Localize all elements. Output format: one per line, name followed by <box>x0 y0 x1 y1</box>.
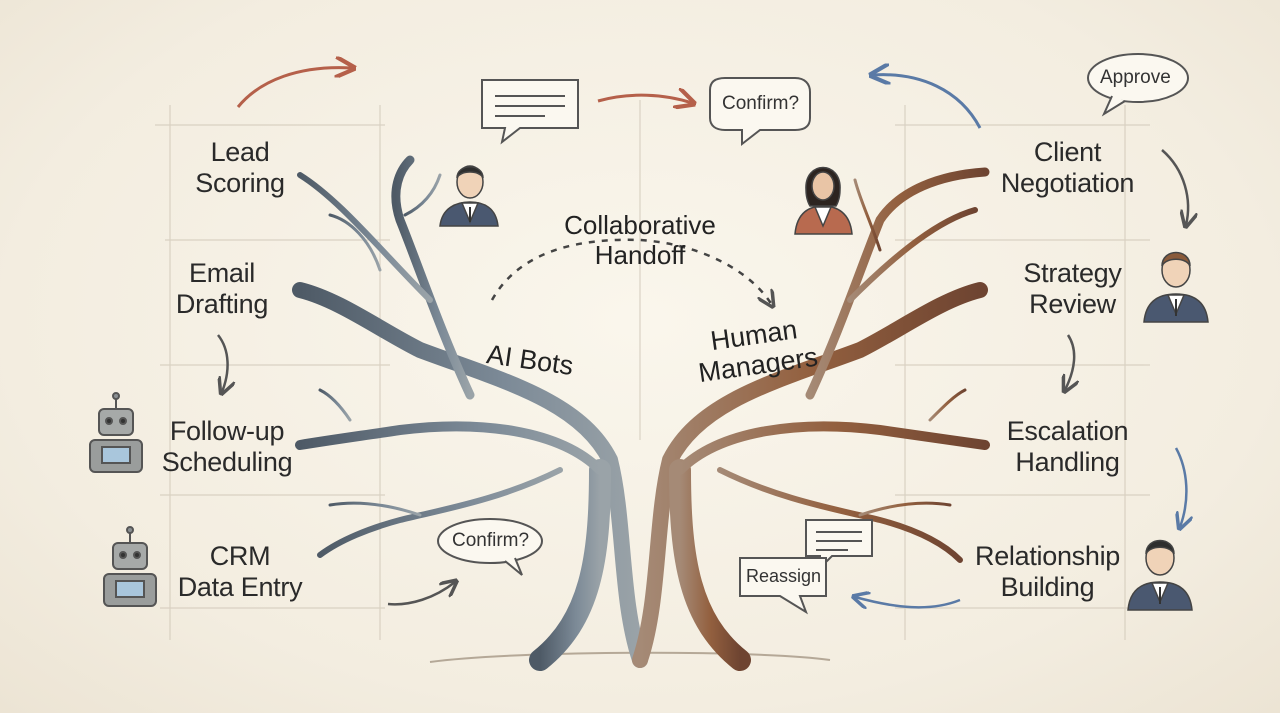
grid-lines <box>155 100 1150 640</box>
robot-icon-2 <box>103 526 157 607</box>
arrow-bottom-right <box>855 597 961 607</box>
task-line: Drafting <box>175 289 269 319</box>
task-line: Strategy <box>1023 258 1122 288</box>
arrow-right-2 <box>1065 334 1074 390</box>
task-line: Client <box>1033 137 1102 167</box>
bot-tree-half <box>292 155 648 671</box>
arrow-right-3 <box>1174 447 1186 527</box>
handoff-line: Handoff <box>594 240 686 270</box>
arrow-left-down <box>216 334 228 392</box>
task-line: Escalation <box>1006 416 1129 446</box>
task-line: Follow-up <box>169 416 285 446</box>
task-line: Relationship <box>975 541 1120 571</box>
message-bubble-top-left <box>481 79 579 145</box>
arrow-top-left <box>236 68 352 108</box>
task-escalation-handling: Escalation Handling <box>995 416 1140 478</box>
confirm-top-text: Confirm? <box>722 93 800 114</box>
bubble-reassign <box>739 557 827 615</box>
reassign-text: Reassign <box>746 566 822 586</box>
task-line: Data Entry <box>177 572 303 602</box>
task-crm-data-entry: CRM Data Entry <box>170 541 310 603</box>
arrow-to-confirm <box>597 95 692 103</box>
manager-icon-2 <box>1143 251 1209 323</box>
manager-icon <box>439 165 499 227</box>
task-strategy-review: Strategy Review <box>1000 258 1145 320</box>
task-line: Review <box>1029 289 1116 319</box>
handoff-line: Collaborative <box>564 210 716 240</box>
manager-icon-3 <box>1127 539 1193 611</box>
task-email-drafting: Email Drafting <box>157 258 287 320</box>
task-line: CRM <box>209 541 271 571</box>
task-relationship-building: Relationship Building <box>965 541 1130 603</box>
bubble-confirm-bottom <box>437 518 543 564</box>
confirm-bottom-text: Confirm? <box>452 530 530 551</box>
robot-icon <box>89 392 143 473</box>
task-follow-up-scheduling: Follow-up Scheduling <box>152 416 302 478</box>
collaborative-handoff-label: Collaborative Handoff <box>545 210 735 270</box>
arrow-right-1 <box>1161 149 1188 225</box>
bubble-approve <box>1087 53 1189 103</box>
woman-manager-icon <box>794 166 853 235</box>
task-line: Scheduling <box>161 447 293 477</box>
arrow-bottom-left <box>387 582 455 606</box>
human-tree-half <box>632 167 990 671</box>
task-client-negotiation: Client Negotiation <box>990 137 1145 199</box>
task-line: Negotiation <box>1000 168 1135 198</box>
handoff-arrow <box>490 238 772 305</box>
approve-text: Approve <box>1100 67 1171 88</box>
task-line: Email <box>188 258 255 288</box>
task-line: Scoring <box>195 168 285 198</box>
task-line: Handling <box>1015 447 1120 477</box>
task-lead-scoring: Lead Scoring <box>175 137 305 199</box>
arrow-top-right <box>873 75 982 129</box>
task-line: Lead <box>210 137 270 167</box>
task-line: Building <box>1000 572 1095 602</box>
bubble-confirm-top <box>709 77 811 147</box>
